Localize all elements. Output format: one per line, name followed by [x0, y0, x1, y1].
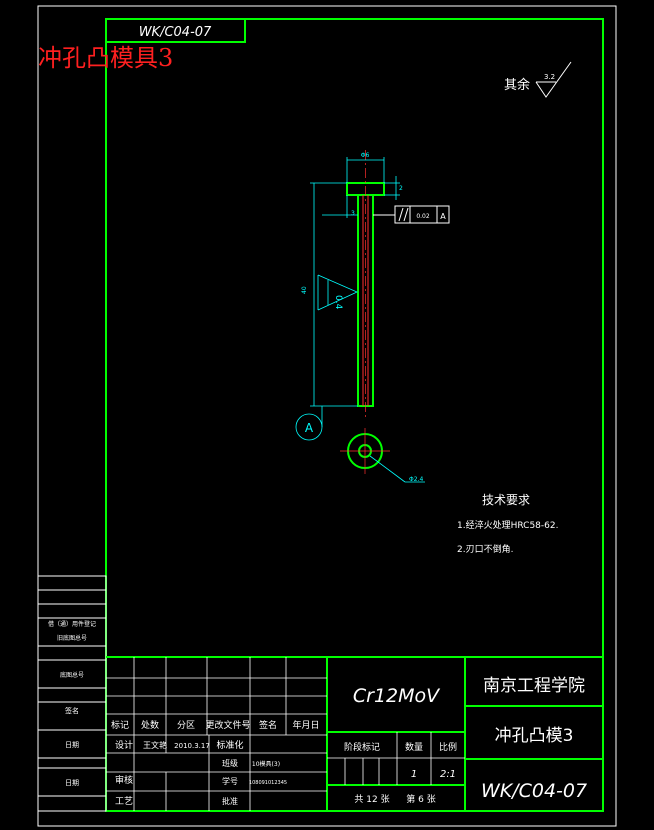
dim-bore — [369, 455, 425, 483]
dim-shoulder — [322, 195, 358, 218]
tb-weight-label: 数量 — [405, 741, 423, 753]
dim-head-diameter — [346, 157, 385, 183]
inner-frame — [105, 18, 604, 812]
tb-header-sign: 签名 — [259, 719, 277, 731]
tech-item-1: 1.经淬火处理HRC58-62. — [457, 519, 558, 531]
part-roughness-text: 0.4 — [333, 295, 343, 310]
tb-review-label: 审核 — [115, 774, 133, 786]
roughness-value: 3.2 — [544, 73, 555, 81]
tb-header-mark: 标记 — [111, 719, 129, 731]
part-roughness-icon — [317, 274, 358, 311]
tolerance-value: 0.02 — [416, 213, 430, 220]
tolerance-datum: A — [440, 212, 446, 221]
strip-label-5: 日期 — [65, 741, 79, 749]
dim-head-height-text: 2 — [399, 185, 403, 192]
outer-frame — [37, 5, 617, 827]
tb-scale-label: 比例 — [439, 741, 457, 753]
tolerance-frame — [373, 205, 450, 224]
datum-symbol — [295, 406, 323, 441]
top-code-box — [105, 18, 246, 43]
tb-material: Cr12MoV — [353, 685, 441, 707]
tb-header-doc: 更改文件号 — [205, 719, 250, 731]
tb-part-name: 冲孔凸模3 — [495, 726, 574, 746]
top-code: WK/C04-07 — [139, 25, 212, 40]
tb-process-label: 工艺 — [115, 796, 133, 807]
strip-label-4: 签名 — [65, 706, 79, 715]
strip-label-1: 借（通）用件登记 — [48, 620, 96, 628]
tb-design-date: 2010.3.17 — [174, 742, 210, 750]
dim-shoulder-text: 3 — [351, 210, 355, 217]
dim-bore-text: Φ2.4 — [409, 476, 423, 483]
left-strip — [37, 575, 107, 812]
strip-label-3: 底图总号 — [60, 671, 84, 679]
tb-scale-value: 2:1 — [440, 769, 456, 780]
tb-class-label: 班级 — [222, 758, 238, 768]
title-block-grid — [106, 657, 465, 811]
tb-sheet-no: 第 6 张 — [406, 793, 435, 805]
tb-total-sheets: 共 12 张 — [354, 794, 389, 805]
tb-class-value: 10模具(3) — [252, 760, 280, 768]
strip-label-6: 日期 — [65, 779, 79, 787]
datum-label: A — [305, 421, 314, 435]
tb-header-zone: 分区 — [177, 720, 195, 731]
tb-header-count: 处数 — [141, 719, 159, 731]
tb-id-label: 学号 — [222, 776, 238, 786]
tb-approve-label: 批准 — [222, 796, 238, 806]
tech-title: 技术要求 — [482, 493, 530, 507]
tb-design-label: 设计 — [115, 739, 133, 751]
dim-length — [310, 182, 358, 407]
roughness-symbol-icon — [535, 61, 572, 98]
tb-school: 南京工程学院 — [483, 676, 585, 696]
dim-length-text: 40 — [301, 286, 308, 294]
strip-label-2: 旧底图总号 — [57, 634, 87, 642]
tb-stage-label: 阶段标记 — [344, 741, 380, 753]
overlay-title: 冲孔凸模具3 — [38, 44, 173, 72]
tb-designer: 王文艳 — [143, 740, 167, 750]
roughness-prefix: 其余 — [504, 77, 530, 93]
tech-item-2: 2.刃口不倒角. — [457, 543, 513, 555]
dim-head-diameter-text: Φ6 — [361, 152, 370, 159]
tb-std-label: 标准化 — [216, 739, 243, 751]
tb-id-value: 108091012345 — [249, 780, 287, 786]
dim-head-height — [384, 176, 400, 200]
tb-weight-value: 1 — [411, 769, 417, 780]
tb-drawing-no: WK/C04-07 — [481, 780, 587, 802]
tb-header-date: 年月日 — [292, 719, 319, 731]
title-block-frame — [106, 656, 603, 811]
